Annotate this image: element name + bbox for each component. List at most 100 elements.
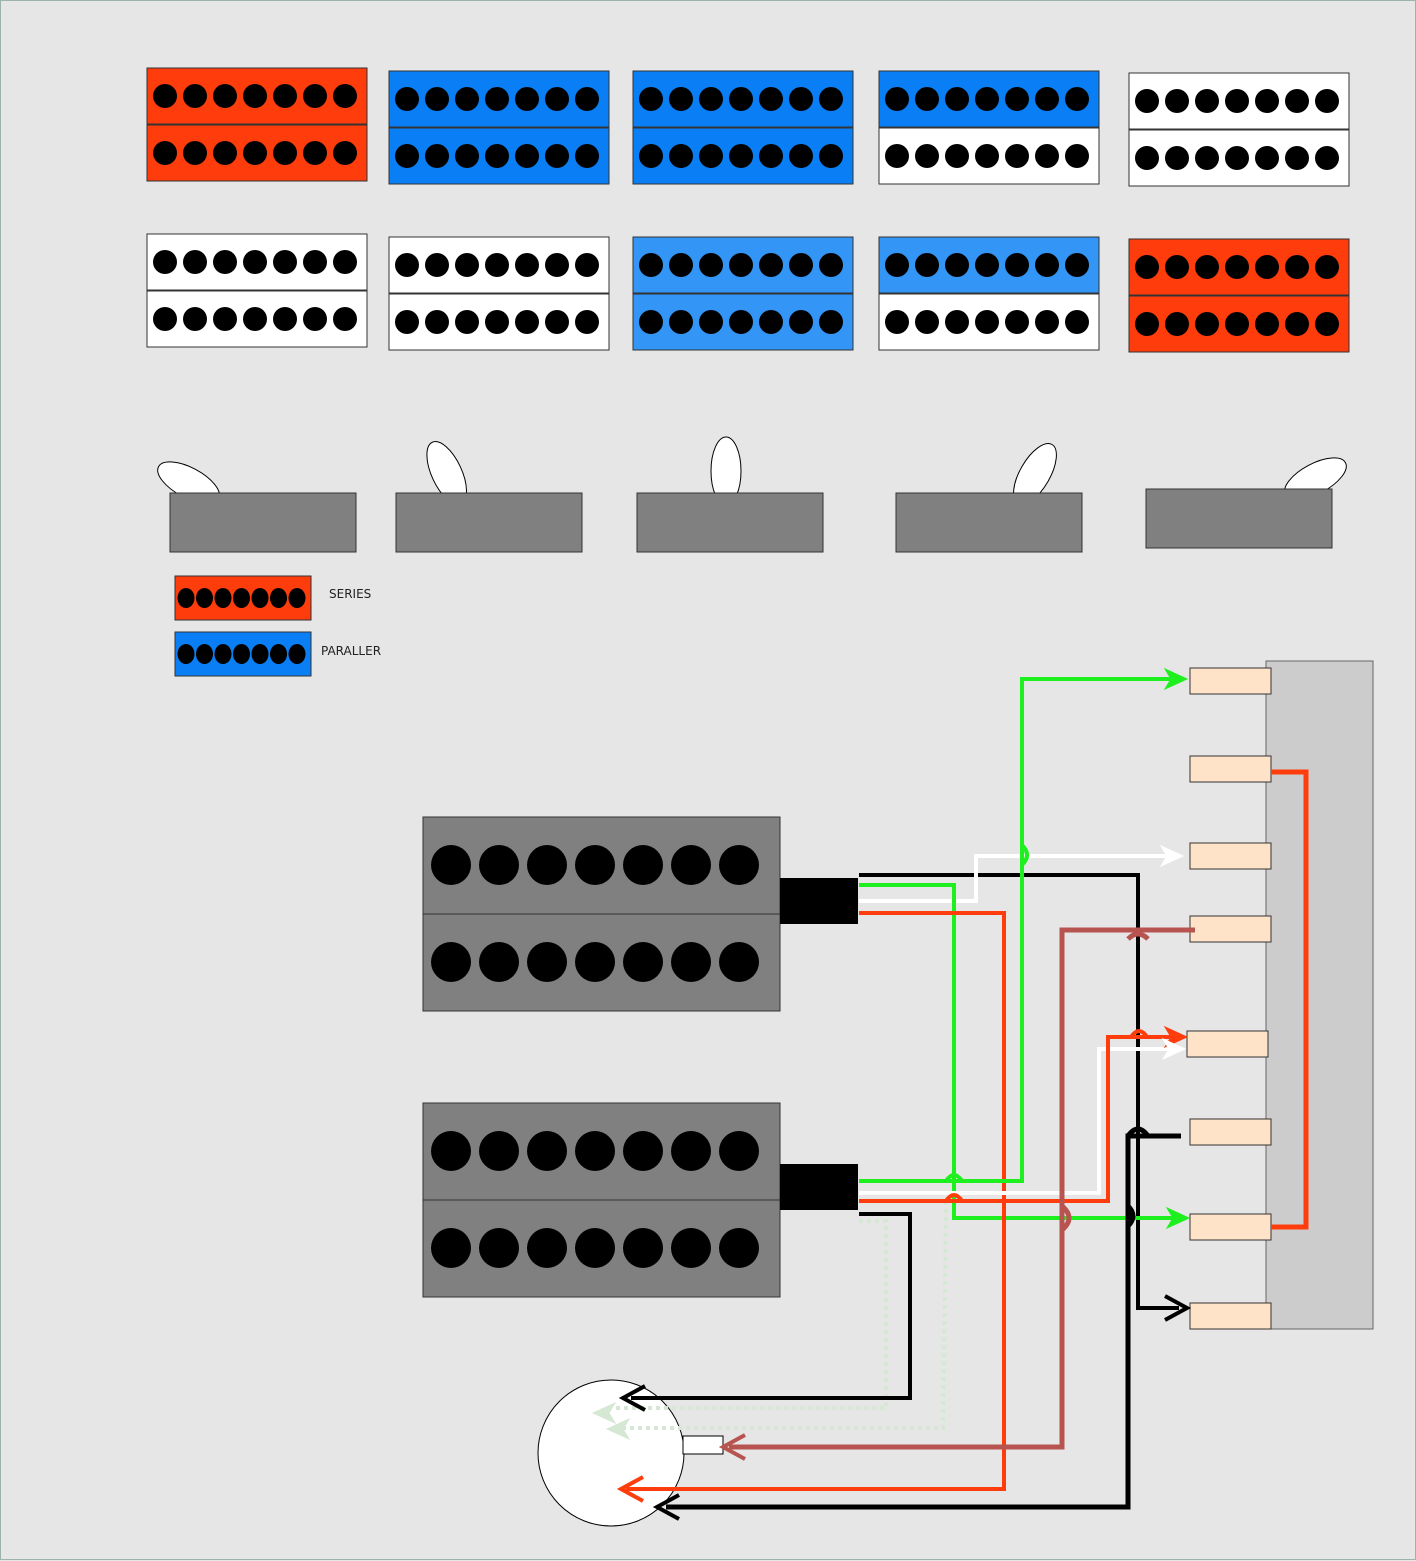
pole-piece <box>288 588 306 608</box>
pole-piece <box>789 253 813 277</box>
pole-piece <box>183 141 207 165</box>
terminal-2 <box>1189 755 1272 783</box>
pole-piece <box>273 250 297 274</box>
pole-piece <box>759 144 783 168</box>
switch-body <box>636 492 824 553</box>
pole-piece <box>671 845 711 885</box>
switch-body <box>895 492 1083 553</box>
pole-piece <box>273 84 297 108</box>
wire-harness <box>780 1164 858 1210</box>
pole-piece <box>719 845 759 885</box>
pole-piece <box>233 588 250 608</box>
pole-piece <box>759 253 783 277</box>
pole-piece <box>1225 312 1249 336</box>
pole-piece <box>1165 255 1189 279</box>
pole-piece <box>1285 312 1309 336</box>
pole-piece <box>575 144 599 168</box>
ghost-wire-2 <box>621 1200 948 1430</box>
pole-piece <box>196 588 213 608</box>
pole-piece <box>515 253 539 277</box>
brown-wire <box>729 927 1195 1450</box>
terminal-7 <box>1189 1213 1272 1241</box>
position-4-neck <box>878 236 1100 351</box>
pole-piece <box>699 310 723 334</box>
pole-piece <box>1005 253 1029 277</box>
pole-piece <box>527 1228 567 1268</box>
pole-piece <box>1285 255 1309 279</box>
pole-piece <box>1315 146 1339 170</box>
black-ground-wire <box>666 1133 1181 1510</box>
pole-piece <box>1035 310 1059 334</box>
pole-piece <box>395 144 419 168</box>
terminal-8 <box>1189 1302 1272 1330</box>
pole-piece <box>639 144 663 168</box>
pole-piece <box>431 942 471 982</box>
pole-piece <box>729 253 753 277</box>
switch-body <box>395 492 583 553</box>
pole-piece <box>639 253 663 277</box>
pole-piece <box>623 845 663 885</box>
legend-series-label: SERIES <box>329 587 372 601</box>
pole-piece <box>575 87 599 111</box>
arrow-ghost-1 <box>591 1401 617 1425</box>
pole-piece <box>431 1131 471 1171</box>
pole-piece <box>1165 146 1189 170</box>
pole-piece <box>1165 312 1189 336</box>
red-jumper-wire <box>1271 769 1309 1230</box>
legend <box>174 575 312 677</box>
pole-piece <box>455 253 479 277</box>
pole-piece <box>333 141 357 165</box>
pole-piece <box>431 1228 471 1268</box>
pole-piece <box>213 250 237 274</box>
pole-piece <box>575 310 599 334</box>
switch-illustrations <box>157 436 1347 553</box>
pole-piece <box>213 141 237 165</box>
pole-piece <box>479 845 519 885</box>
pole-piece <box>479 1131 519 1171</box>
ghost-wire-1 <box>613 1219 888 1410</box>
pole-piece <box>273 307 297 331</box>
pole-piece <box>233 644 250 664</box>
pole-piece <box>395 310 419 334</box>
pole-piece <box>915 87 939 111</box>
pole-piece <box>669 310 693 334</box>
pole-piece <box>545 144 569 168</box>
pole-piece <box>303 141 327 165</box>
hop-black-3 <box>1125 1126 1151 1138</box>
pole-piece <box>669 253 693 277</box>
pole-piece <box>1195 146 1219 170</box>
pole-piece <box>623 942 663 982</box>
pole-piece <box>1065 87 1089 111</box>
pole-piece <box>455 87 479 111</box>
switch-terminals <box>1186 667 1272 1330</box>
pole-piece <box>479 1228 519 1268</box>
pickups <box>422 816 858 1298</box>
pole-piece <box>214 588 232 608</box>
pole-piece <box>789 87 813 111</box>
pole-piece <box>945 87 969 111</box>
arrow-terminal-1 <box>1163 667 1189 691</box>
pole-piece <box>527 845 567 885</box>
pole-piece <box>915 310 939 334</box>
pole-piece <box>819 87 843 111</box>
pole-piece <box>1065 310 1089 334</box>
pole-piece <box>270 644 287 664</box>
pole-piece <box>975 310 999 334</box>
pole-piece <box>719 942 759 982</box>
pole-piece <box>515 144 539 168</box>
pole-piece <box>1315 312 1339 336</box>
pole-piece <box>153 307 177 331</box>
bridge-black-wire <box>631 1212 912 1400</box>
pole-piece <box>196 644 213 664</box>
pole-piece <box>759 87 783 111</box>
hop-red-3 <box>1129 1029 1149 1039</box>
terminal-1 <box>1189 667 1272 695</box>
pole-piece <box>485 310 509 334</box>
pole-piece <box>177 644 195 664</box>
pole-piece <box>975 253 999 277</box>
position-1-bridge <box>146 67 368 182</box>
pole-piece <box>1035 144 1059 168</box>
position-4-bridge <box>878 70 1100 185</box>
wires <box>613 677 1309 1510</box>
pole-piece <box>885 87 909 111</box>
